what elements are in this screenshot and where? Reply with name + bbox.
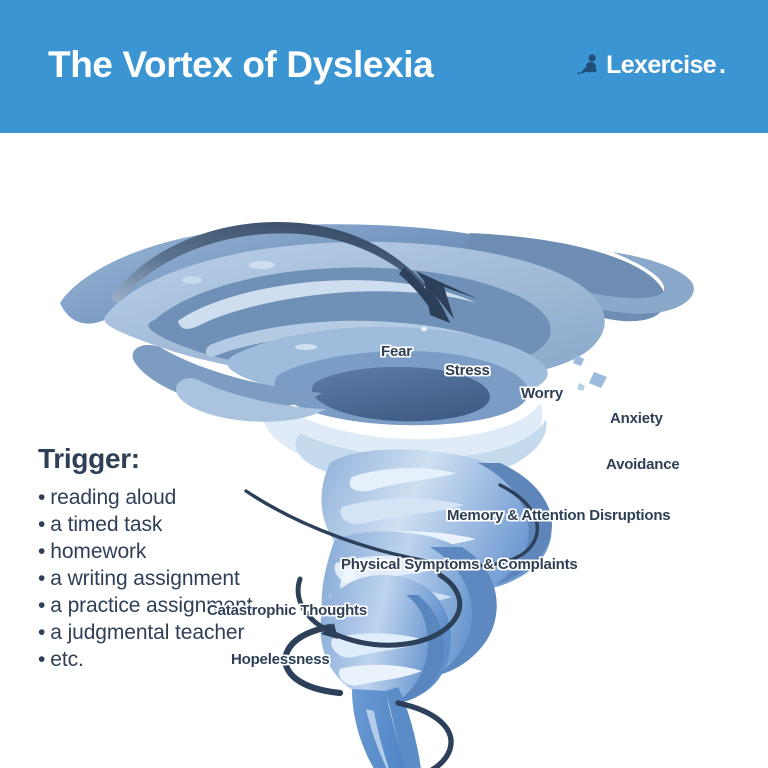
trigger-list-item-label: etc. <box>50 648 84 671</box>
trigger-list-item: •a judgmental teacher <box>38 619 368 646</box>
trigger-list-item-label: a judgmental teacher <box>50 621 245 644</box>
logo-wordmark: Lexercise <box>606 51 717 79</box>
trigger-block: Trigger: •reading aloud•a timed task•hom… <box>38 443 368 673</box>
vortex-top-cloud <box>60 224 694 485</box>
trigger-list-item-label: a practice assignment <box>50 594 253 617</box>
bullet-icon: • <box>38 567 46 590</box>
trigger-list-item: •a writing assignment <box>38 565 368 592</box>
vortex-illustration-stage: Trigger: •reading aloud•a timed task•hom… <box>0 133 768 768</box>
trigger-list-item-label: homework <box>50 540 147 563</box>
trigger-list-item: •a timed task <box>38 511 368 538</box>
header-bar: The Vortex of Dyslexia Lexercise . <box>0 0 768 133</box>
brand-logo[interactable]: Lexercise . <box>577 52 726 78</box>
trigger-list-item-label: a writing assignment <box>50 567 240 590</box>
page-title: The Vortex of Dyslexia <box>48 44 434 85</box>
spiral-arrows <box>244 483 539 768</box>
vortex-label: Avoidance <box>606 456 680 473</box>
vortex-label: Stress <box>445 362 490 379</box>
trigger-list-item: •homework <box>38 538 368 565</box>
vortex-label: Hopelessness <box>231 651 330 668</box>
vortex-label: Anxiety <box>610 410 663 427</box>
trigger-list: •reading aloud•a timed task•homework•a w… <box>38 484 368 673</box>
trigger-entry-arrow <box>111 221 478 323</box>
trigger-list-item-label: a timed task <box>50 513 163 536</box>
vortex-label: Memory & Attention Disruptions <box>447 507 671 524</box>
vortex-label: Worry <box>521 385 564 402</box>
bullet-icon: • <box>38 594 46 617</box>
bullet-icon: • <box>38 621 46 644</box>
vortex-lower-body <box>320 574 452 768</box>
bullet-icon: • <box>38 648 46 671</box>
trigger-list-item: •etc. <box>38 646 368 673</box>
bullet-icon: • <box>38 486 46 509</box>
tornado-vortex-illustration <box>60 221 694 768</box>
vortex-label: Fear <box>381 343 412 360</box>
bullet-icon: • <box>38 540 46 563</box>
trigger-heading: Trigger: <box>38 443 140 474</box>
spiral-arrowheads <box>321 623 338 639</box>
bullet-icon: • <box>38 513 46 536</box>
trigger-list-item: •reading aloud <box>38 484 368 511</box>
vortex-label: Catastrophic Thoughts <box>207 602 367 619</box>
debris-specks <box>573 355 607 391</box>
trigger-list-item: •a practice assignment <box>38 592 368 619</box>
trigger-list-item-label: reading aloud <box>50 486 177 509</box>
vortex-label: Physical Symptoms & Complaints <box>341 556 578 573</box>
reading-child-icon <box>577 54 597 75</box>
logo-trailing-dot: . <box>719 51 726 79</box>
